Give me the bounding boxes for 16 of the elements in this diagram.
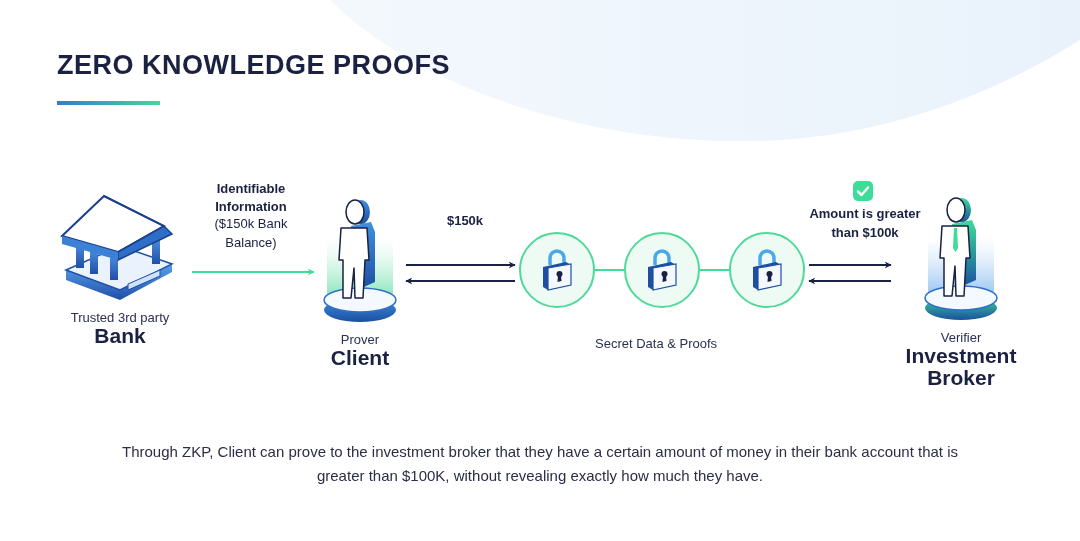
group-label: Secret Data & Proofs	[595, 336, 718, 351]
connector-line	[594, 269, 625, 271]
arrow	[405, 277, 516, 285]
title: ZERO KNOWLEDGE PROOFS	[57, 50, 450, 81]
arrow	[808, 277, 892, 285]
node-title: Investment Broker	[904, 345, 1018, 390]
node-title: Bank	[94, 325, 146, 348]
role-label: Verifier	[940, 330, 982, 345]
arrow	[808, 261, 892, 269]
role-label: Trusted 3rd party	[70, 310, 170, 325]
node-title: Client	[330, 347, 390, 370]
caption: Through ZKP, Client can prove to the investment broker that they have a certain amount of money in their bank account that is greater than $100K, without revealing exactly how much they have.	[121, 442, 959, 486]
arrow	[405, 261, 516, 269]
arrow	[191, 268, 315, 276]
role-label: Prover	[340, 332, 380, 347]
connector-line	[699, 269, 730, 271]
